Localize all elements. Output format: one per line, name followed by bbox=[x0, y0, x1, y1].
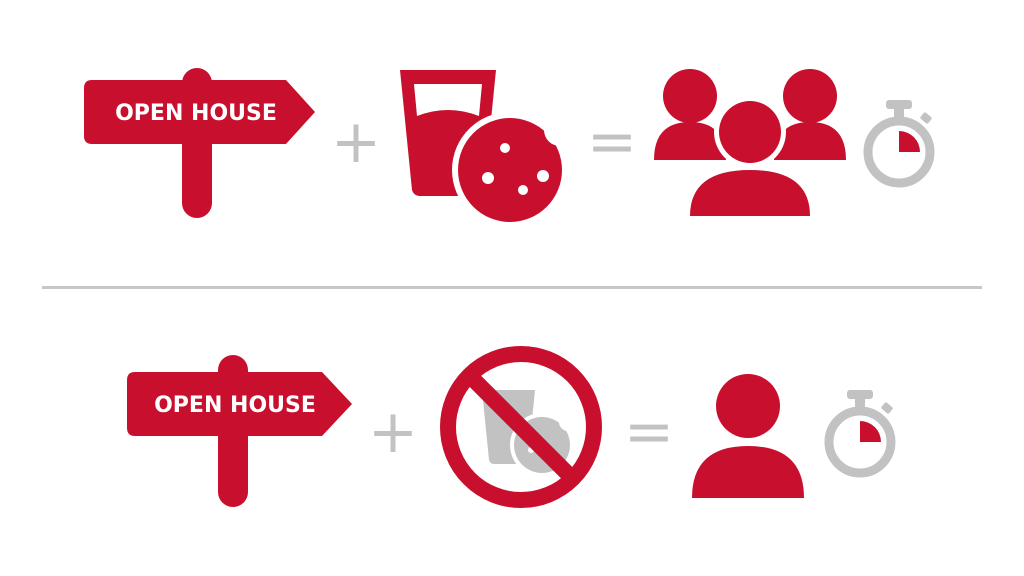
open-house-sign-icon: OPEN HOUSE bbox=[84, 68, 315, 218]
plus-operator: + bbox=[368, 397, 418, 467]
equals-operator: = bbox=[587, 107, 637, 177]
row-without-treats: OPEN HOUSE + = bbox=[127, 346, 896, 508]
single-person-icon bbox=[692, 374, 804, 498]
row-with-treats: OPEN HOUSE + = bbox=[84, 68, 935, 228]
plus-operator: + bbox=[331, 107, 381, 177]
no-milk-and-cookie-icon bbox=[440, 346, 602, 508]
stopwatch-icon bbox=[863, 100, 935, 188]
open-house-sign-text: OPEN HOUSE bbox=[115, 101, 277, 126]
open-house-sign-icon: OPEN HOUSE bbox=[127, 355, 352, 507]
stopwatch-icon bbox=[824, 390, 896, 478]
open-house-sign-text: OPEN HOUSE bbox=[154, 393, 316, 418]
section-divider bbox=[42, 286, 982, 289]
milk-and-cookie-icon bbox=[400, 70, 576, 228]
equals-operator: = bbox=[624, 397, 674, 467]
group-of-people-icon bbox=[654, 69, 846, 218]
